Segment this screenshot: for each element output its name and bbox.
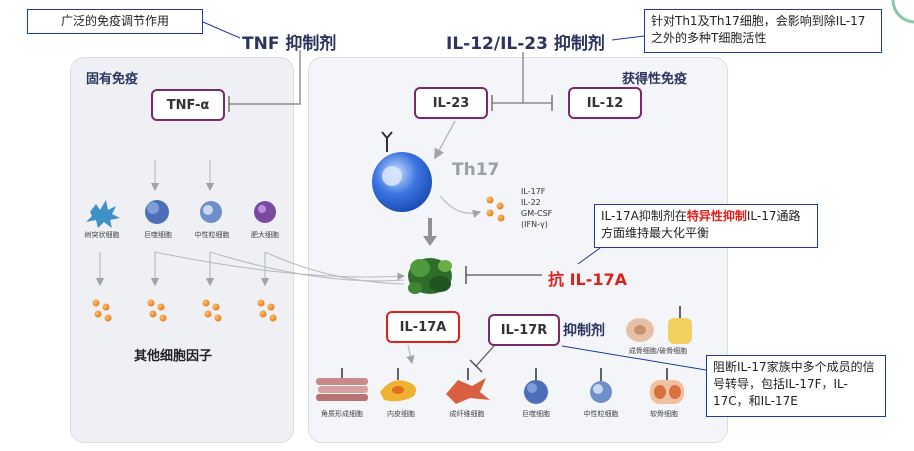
target-cell-label-chondrocyte: 软骨细胞 [650, 410, 678, 418]
cytokine-il17f: IL-17F [521, 187, 546, 196]
innate-to-il17a-curve-3 [264, 251, 405, 285]
th17-cytokine-dots [486, 196, 505, 222]
cytokine-il22: IL-22 [521, 198, 541, 207]
adaptive-immunity-label: 获得性免疫 [622, 72, 688, 87]
other-cytokines-label: 其他细胞因子 [134, 349, 213, 364]
target-neutrophil-image [590, 368, 612, 403]
broad-immunomodulation-callout: 广泛的免疫调节作用 [27, 9, 203, 34]
th1-th17-callout: 针对Th1及Th17细胞，会影响到除IL-17之外的多种T细胞活性 [644, 9, 882, 53]
broad-callout-connector [202, 21, 241, 39]
dendritic-cell-image [86, 200, 120, 228]
macrophage-image [145, 200, 169, 224]
fibroblast-image [446, 368, 490, 404]
il17a-to-cells-arrow [406, 344, 415, 365]
innate-cell-label-dendritic: 树突状细胞 [84, 231, 120, 239]
anti-il17a-label: IL-17A [569, 270, 628, 289]
anti-prefix: 抗 [548, 270, 565, 289]
neutrophil-image [200, 201, 222, 223]
tnf-inhibition-line [229, 50, 301, 105]
il12-box: IL-12 [568, 87, 642, 119]
il23-box: IL-23 [414, 87, 488, 119]
chondrocyte-image [650, 368, 684, 404]
anti-il17a-title: 抗 IL-17A [548, 266, 627, 290]
il17a-callout-text1: IL-17A抑制剂在 [601, 209, 687, 223]
cytokine-ifng: (IFN-γ) [521, 220, 548, 229]
target-macrophage-image [524, 368, 548, 404]
il17r-inhibitor-suffix: 抑制剂 [563, 323, 605, 339]
th17-label: Th17 [452, 160, 500, 180]
il17a-callout-connector [577, 247, 601, 265]
il17r-box: IL-17R [488, 314, 560, 346]
il17r-callout: 阻断IL-17家族中多个成员的信号转导，包括IL-17F，IL-17C，和IL-… [706, 355, 886, 417]
il17a-callout-highlight: 特异性抑制 [686, 209, 747, 223]
innate-cytokine-dots [92, 299, 277, 322]
il12-il23-inhibitor-title: IL-12/IL-23 抑制剂 [446, 34, 605, 54]
cytokine-gmcsf: GM-CSF [521, 209, 553, 218]
bone-cells-label: 成骨细胞/破骨细胞 [628, 347, 688, 355]
il17a-callout-text2: IL-17通路方面维持最大化平衡 [601, 209, 801, 240]
innate-to-il17a-curve-1 [154, 251, 406, 281]
il17r-inhibition-bar [469, 359, 483, 373]
tnf-alpha-box: TNF-α [151, 89, 225, 121]
adaptive-immunity-panel [308, 57, 728, 443]
corner-decoration [891, 0, 914, 24]
il17a-balance-callout: IL-17A抑制剂在特异性抑制IL-17通路方面维持最大化平衡 [594, 204, 818, 248]
innate-immunity-panel [70, 57, 294, 443]
innate-immunity-label: 固有免疫 [86, 72, 139, 87]
tnf-inhibitor-title: TNF 抑制剂 [242, 34, 337, 54]
th1-callout-connector [611, 35, 645, 41]
target-cell-label-neutrophil: 中性粒细胞 [583, 410, 619, 418]
innate-cell-label-mast: 肥大细胞 [251, 231, 279, 239]
th17-cell [372, 131, 432, 212]
il17r-callout-connector [561, 345, 707, 371]
il23-to-th17-arrow [434, 120, 456, 160]
innate-to-il17a-curve-2 [209, 251, 405, 282]
il17a-protein [408, 258, 452, 294]
il17a-box: IL-17A [386, 311, 460, 343]
target-cell-label-keratinocyte: 角质形成细胞 [321, 410, 363, 418]
innate-cell-label-neutrophil: 中性粒细胞 [194, 231, 230, 239]
target-cell-label-endothelial: 内皮细胞 [387, 410, 415, 418]
il17r-inhibition-line [475, 345, 495, 367]
th17-cytokine-arrow [439, 195, 482, 218]
target-cell-label-macrophage: 巨噬细胞 [522, 410, 550, 418]
endothelial-cell-image [380, 368, 416, 402]
innate-cell-label-macrophage: 巨噬细胞 [144, 231, 172, 239]
target-cell-label-fibroblast: 成纤维细胞 [449, 410, 485, 418]
cytokine-list: IL-17F IL-22 GM-CSF (IFN-γ) [521, 186, 552, 230]
mast-cell-image [254, 201, 276, 223]
th17-to-il17a-arrow [423, 218, 437, 246]
bone-cells-image [626, 306, 692, 344]
keratinocyte-image [316, 368, 368, 401]
